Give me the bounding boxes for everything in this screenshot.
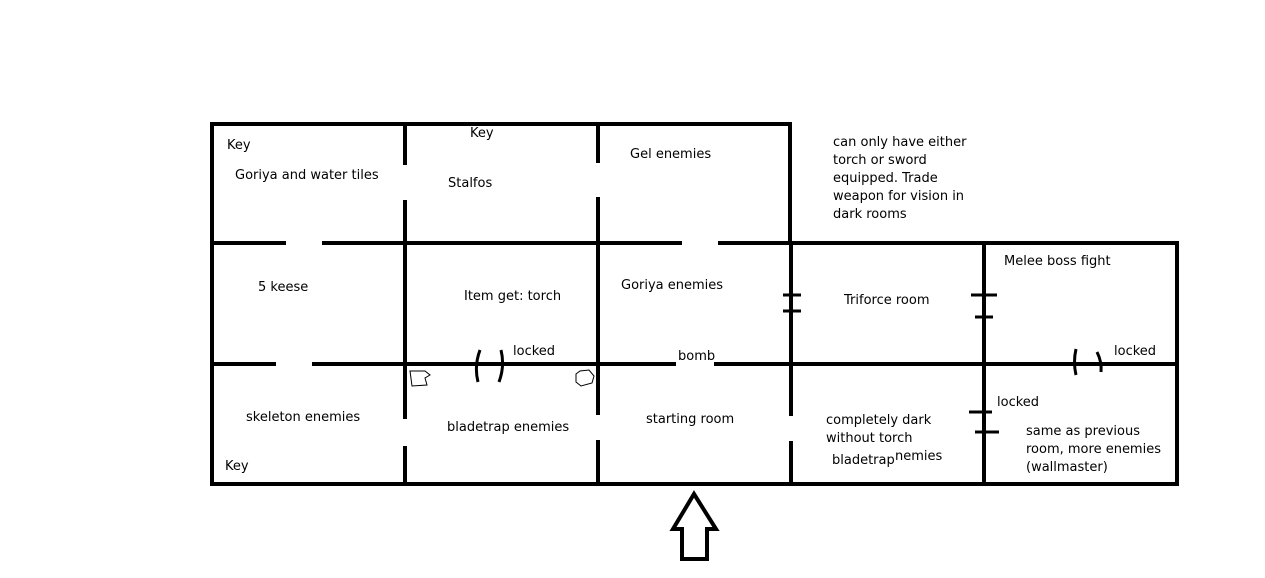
- room12-line: completely dark: [826, 413, 932, 428]
- locked-door-bracket: [497, 349, 505, 383]
- room13-label: same as previous room, more enemies (wal…: [1026, 423, 1161, 477]
- locked-door-label: locked: [1114, 344, 1157, 359]
- room4-label: 5 keese: [258, 280, 309, 295]
- room2-label: Stalfos: [448, 176, 493, 191]
- locked-door-bracket: [1095, 351, 1103, 373]
- note-line: equipped. Trade: [833, 171, 938, 186]
- room1-key-label: Key: [227, 138, 251, 153]
- note-line: torch or sword: [833, 153, 927, 168]
- locked-door-bracket: [474, 349, 482, 383]
- room2-key-label: Key: [470, 126, 494, 141]
- note-line: dark rooms: [833, 207, 907, 222]
- room12-label: completely dark without torch: [826, 412, 931, 448]
- room12-overlap-bladetrap: bladetrap: [832, 452, 896, 470]
- locked-door-bracket: [1073, 348, 1078, 376]
- room8-label: bladetrap enemies: [447, 420, 570, 435]
- rock-doodle-icon: [575, 369, 595, 387]
- room6-label: Goriya enemies: [621, 278, 724, 293]
- room1-label: Goriya and water tiles: [235, 168, 379, 183]
- bomb-wall-label: bomb: [678, 349, 716, 364]
- up-arrow-icon: [669, 490, 720, 561]
- room13-line: same as previous: [1026, 424, 1140, 439]
- room10-label: Triforce room: [844, 293, 930, 308]
- room11-label: Melee boss fight: [1004, 254, 1111, 269]
- rock-doodle-icon: [409, 370, 431, 387]
- room13-line: (wallmaster): [1026, 460, 1108, 475]
- room5-label: Item get: torch: [464, 289, 562, 304]
- room7-key-label: Key: [225, 459, 249, 474]
- room12-line: without torch: [826, 431, 913, 446]
- room9-label: starting room: [646, 412, 735, 427]
- note-line: weapon for vision in: [833, 189, 965, 204]
- torch-sword-note: can only have either torch or sword equi…: [833, 134, 966, 224]
- room3-label: Gel enemies: [630, 147, 712, 162]
- locked-door-label: locked: [997, 395, 1040, 410]
- locked-door-label: locked: [513, 344, 556, 359]
- room13-line: room, more enemies: [1026, 442, 1161, 457]
- note-line: can only have either: [833, 135, 967, 150]
- room12-overlap-enemies: enemies: [887, 449, 943, 464]
- room7-label: skeleton enemies: [246, 410, 361, 425]
